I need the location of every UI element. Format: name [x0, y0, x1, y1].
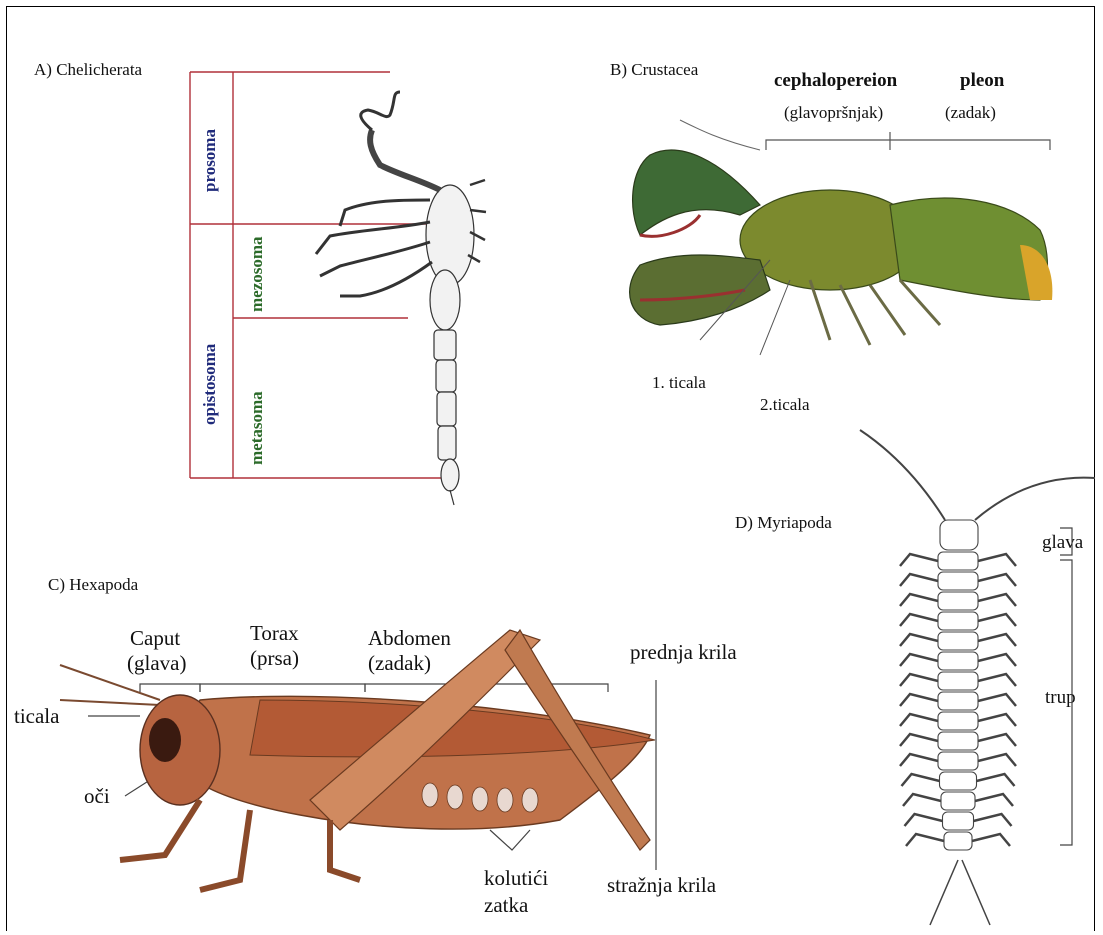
ticala-label: ticala: [14, 704, 60, 728]
centipede-leg: [978, 694, 1016, 706]
centipede-segment: [938, 632, 978, 650]
centipede-leg: [978, 714, 1016, 726]
centipede-leg: [978, 594, 1016, 606]
opistosoma-label: opistosoma: [200, 343, 219, 425]
caput-translation: (glava): [127, 651, 186, 675]
centipede-leg: [978, 654, 1016, 666]
scorpion-drawing: [316, 92, 486, 505]
ticala-1-label: 1. ticala: [652, 373, 706, 392]
centipede-segment: [938, 612, 978, 630]
abdomen-translation: (zadak): [368, 651, 431, 675]
centipede-segment: [938, 672, 978, 690]
centipede-segment: [938, 652, 978, 670]
centipede-leg: [905, 814, 943, 826]
centipede-segment: [938, 552, 978, 570]
mezosoma-label: mezosoma: [247, 236, 266, 312]
centipede-segment: [938, 572, 978, 590]
cephalopereion-translation: (glavopršnjak): [784, 103, 883, 122]
caput-label: Caput: [130, 626, 180, 650]
kolutici-label: kolutići: [484, 866, 548, 890]
centipede-leg: [900, 674, 938, 686]
centipede-leg: [978, 614, 1016, 626]
centipede-leg: [978, 574, 1016, 586]
centipede-drawing: [860, 430, 1095, 925]
centipede-leg: [900, 634, 938, 646]
centipede-segment: [941, 792, 975, 810]
torax-label: Torax: [250, 621, 299, 645]
centipede-leg: [975, 794, 1013, 806]
abdomen-label: Abdomen: [368, 626, 451, 650]
centipede-leg: [978, 754, 1016, 766]
centipede-leg: [978, 554, 1016, 566]
centipede-leg: [978, 674, 1016, 686]
centipede-leg: [974, 814, 1012, 826]
lobster-drawing: [630, 120, 1053, 355]
torax-translation: (prsa): [250, 646, 299, 670]
centipede-leg: [977, 774, 1015, 786]
centipede-segment: [944, 832, 972, 850]
centipede-leg: [978, 634, 1016, 646]
prosoma-label: prosoma: [200, 129, 219, 192]
centipede-leg: [903, 794, 941, 806]
metasoma-label: metasoma: [247, 391, 266, 465]
centipede-segment: [940, 772, 977, 790]
centipede-segment: [938, 592, 978, 610]
centipede-leg: [900, 554, 938, 566]
prednja-krila-label: prednja krila: [630, 640, 737, 664]
glava-label: glava: [1042, 532, 1084, 553]
section-d-title: D) Myriapoda: [735, 513, 832, 532]
centipede-leg: [978, 734, 1016, 746]
centipede-leg: [900, 654, 938, 666]
centipede-leg: [900, 754, 938, 766]
centipede-leg: [900, 594, 938, 606]
pleon-label: pleon: [960, 70, 1005, 91]
section-a-title: A) Chelicherata: [34, 60, 143, 79]
centipede-leg: [900, 714, 938, 726]
centipede-leg: [900, 734, 938, 746]
centipede-leg: [900, 614, 938, 626]
centipede-leg: [900, 574, 938, 586]
section-b-title: B) Crustacea: [610, 60, 699, 79]
oci-label: oči: [84, 784, 110, 808]
centipede-segment: [938, 752, 978, 770]
centipede-segment: [938, 692, 978, 710]
centipede-segment: [938, 712, 978, 730]
centipede-leg: [900, 694, 938, 706]
centipede-leg: [906, 834, 944, 846]
centipede-leg: [902, 774, 940, 786]
trup-label: trup: [1045, 687, 1076, 708]
cephalopereion-label: cephalopereion: [774, 70, 898, 91]
zatka-label: zatka: [484, 893, 529, 917]
centipede-leg: [972, 834, 1010, 846]
centipede-segment: [943, 812, 974, 830]
ticala-2-label: 2.ticala: [760, 395, 810, 414]
centipede-segment: [938, 732, 978, 750]
straznja-krila-label: stražnja krila: [607, 873, 717, 897]
crustacea-brackets: [766, 132, 1050, 150]
pleon-translation: (zadak): [945, 103, 996, 122]
section-c-title: C) Hexapoda: [48, 575, 139, 594]
